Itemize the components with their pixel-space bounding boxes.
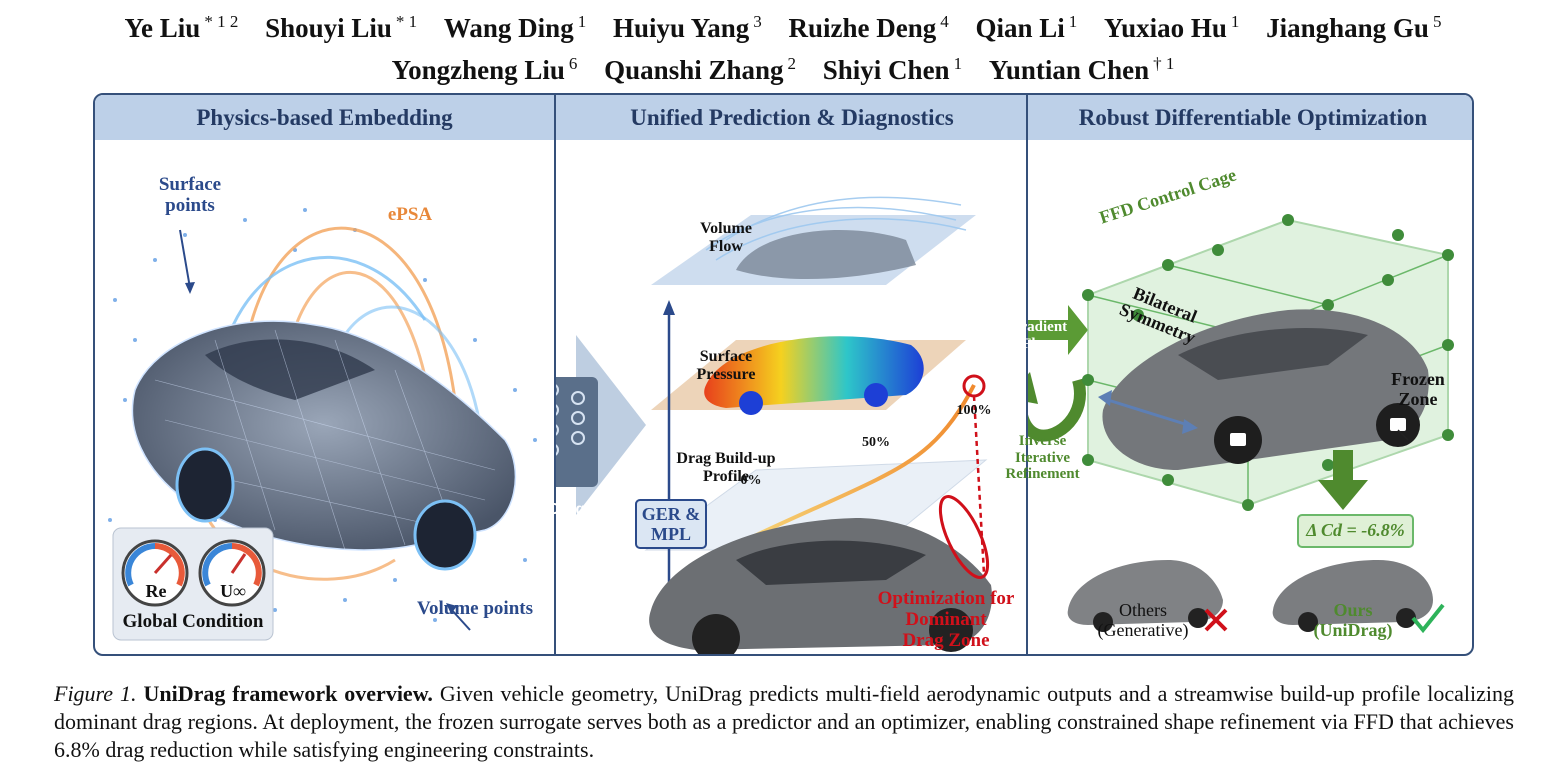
ger-mpl-box (635, 499, 707, 549)
panel-physics-embedding: Physics-based Embedding (95, 95, 554, 654)
gradient-flow-arrow (1028, 305, 1088, 355)
inverse-refinement-label: Inverse Iterative Refinement (1005, 433, 1080, 482)
caption-title: UniDrag framework overview. (143, 681, 433, 706)
dominant-drag-zone-marker (938, 495, 990, 579)
result-arrow (1318, 450, 1368, 510)
global-condition-label: Global Condition (122, 611, 264, 632)
drag-profile-label: Drag Build-up Profile (676, 450, 776, 485)
prediction-illustration (556, 196, 992, 654)
ger-mpl-label: GER & MPL (641, 504, 701, 544)
volume-points-label: Volume points (417, 598, 533, 619)
tick-0: 0% (740, 473, 762, 488)
volume-flow-label: Volume Flow (700, 220, 752, 255)
mesh-car (131, 320, 517, 571)
frozen-zone-label: Frozen Zone (1391, 369, 1445, 409)
cross-icon (1204, 608, 1228, 632)
ours-car (1272, 560, 1433, 625)
surface-pressure-label: Surface Pressure (696, 348, 756, 383)
embedding-illustration (108, 208, 537, 641)
delta-cd-box (1297, 514, 1414, 548)
panel-prediction-diagnostics: Unified Prediction & Diagnostics (523, 95, 1028, 654)
ours-label: Ours (UniDrag) (1313, 600, 1393, 640)
author: Yuntian Chen† 1 (988, 54, 1175, 85)
gradient-flow-label: Gradient Flow (1008, 319, 1068, 352)
figure-caption: Figure 1. UniDrag framework overview. Gi… (54, 680, 1514, 764)
others-label: Others (Generative) (1097, 600, 1189, 640)
author: Shouyi Liu* 1 (265, 12, 418, 43)
panel-title: Robust Differentiable Optimization (1028, 95, 1472, 140)
caption-label: Figure 1. (54, 681, 137, 706)
gauge-u-label: U∞ (220, 581, 246, 601)
inverse-refinement-arrow (1028, 378, 1086, 442)
panel-title: Unified Prediction & Diagnostics (556, 95, 1028, 140)
check-icon (1411, 603, 1445, 634)
panel-differentiable-optimization: Robust Differentiable Optimization (1005, 95, 1472, 654)
author: Ye Liu* 1 2 (124, 12, 239, 43)
delta-cd-label: Δ Cd = -6.8% (1306, 520, 1405, 540)
tick-100: 100% (956, 403, 992, 418)
tick-50: 50% (862, 435, 890, 450)
volume-points-pointer (449, 607, 471, 631)
drag-buildup-curve (735, 384, 976, 547)
gauge-u (198, 539, 266, 607)
surface-points-label: Surface points (158, 174, 222, 216)
neural-net-icon (556, 384, 585, 456)
optimization-zone-label: Optimization for Dominant Drag Zone (877, 588, 1015, 651)
model-name-label: UniDrag (522, 501, 586, 518)
optimization-illustration (1028, 214, 1454, 634)
epsa-label: ePSA (387, 204, 433, 225)
framework-figure: Physics-based Embedding (93, 93, 1474, 656)
gauge-re (121, 539, 189, 607)
gauge-re-label: Re (145, 581, 167, 601)
others-car (1067, 560, 1223, 625)
surface-points-pointer (179, 229, 191, 289)
panel-title: Physics-based Embedding (95, 95, 554, 140)
